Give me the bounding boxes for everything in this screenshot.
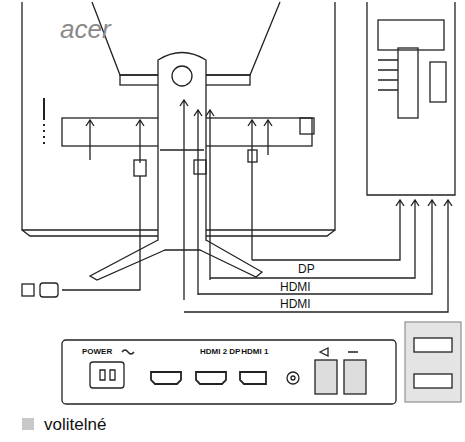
cable-label: HDMI [280,281,311,293]
port-label: POWER [82,348,112,356]
pc-slots [378,60,398,90]
hdmi-port [196,372,226,384]
hdmi-plug [194,160,206,174]
signal-cables [184,200,448,312]
power-port [90,362,124,388]
cable-label: HDMI [280,298,311,310]
usb-inset-port [414,338,452,352]
pc-handle [430,62,446,102]
power-plug [134,160,146,176]
usb-inset [405,322,461,402]
pc-panel [398,48,418,118]
port-panel [62,340,396,404]
ac-symbol [122,350,134,354]
cable-label: DP [298,263,315,275]
monitor-buttons [43,98,45,144]
port-label: HDMI 1 [241,348,268,356]
power-pins [100,370,115,380]
usb-inset-port2 [414,374,452,388]
usb-down-ports [344,360,366,394]
port-label: HDMI 2 [200,348,227,356]
usb-symbols [320,348,358,356]
wall-plug [40,283,58,297]
legend-text: volitelné [44,416,106,433]
cable-drops [90,100,268,300]
port-label: DP [229,348,240,356]
stand-base [90,240,262,280]
dp-port [240,372,266,384]
wall-socket [22,284,34,296]
legend-swatch [22,418,34,430]
usb-up-port [315,360,337,394]
audio-jack [287,372,299,384]
pc-tower [367,2,455,195]
brand-logo: acer [60,16,111,42]
audio-plug [248,150,257,162]
arrowheads [86,100,272,126]
pc-arrowheads [396,200,452,206]
audio-jack-core [291,376,295,380]
pc-psu [378,20,444,50]
hdmi2-port [151,372,181,384]
power-cord [62,176,140,290]
stand-hinge [172,66,192,86]
stand-neck [158,53,206,251]
